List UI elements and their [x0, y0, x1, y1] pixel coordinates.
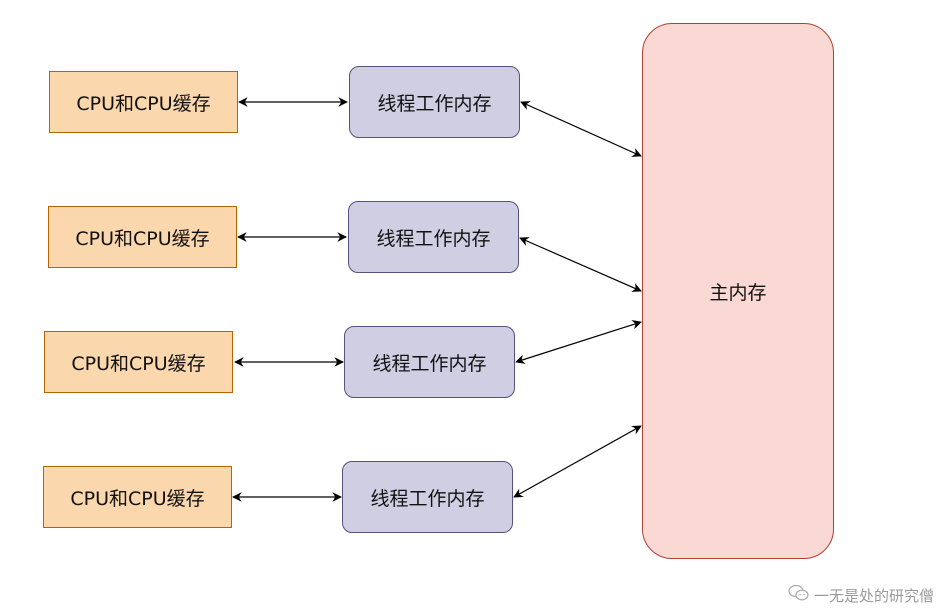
cpu-node-label: CPU和CPU缓存: [71, 352, 206, 375]
watermark-text: 一无是处的研究僧: [814, 586, 935, 605]
cpu-node-label: CPU和CPU缓存: [75, 227, 210, 250]
edge-thread2-main: [519, 237, 642, 292]
edge-thread4-main: [513, 425, 642, 498]
thread-node-label: 线程工作内存: [376, 227, 491, 250]
cpu-node-2[interactable]: CPU和CPU缓存: [48, 206, 237, 268]
thread-memory-node-4[interactable]: 线程工作内存: [342, 461, 513, 533]
main-memory-label: 主内存: [709, 281, 767, 304]
cpu-node-label: CPU和CPU缓存: [76, 92, 211, 115]
cpu-node-label: CPU和CPU缓存: [70, 487, 205, 510]
thread-node-label: 线程工作内存: [377, 92, 492, 115]
cpu-node-3[interactable]: CPU和CPU缓存: [44, 331, 233, 393]
thread-memory-node-1[interactable]: 线程工作内存: [349, 66, 520, 138]
main-memory-node[interactable]: 主内存: [642, 23, 834, 559]
edge-thread1-main: [520, 101, 642, 157]
watermark: 一无是处的研究僧: [788, 584, 934, 606]
thread-memory-node-3[interactable]: 线程工作内存: [344, 326, 515, 398]
cpu-node-1[interactable]: CPU和CPU缓存: [49, 71, 238, 133]
thread-node-label: 线程工作内存: [370, 487, 485, 510]
cpu-node-4[interactable]: CPU和CPU缓存: [43, 466, 232, 528]
wechat-icon: [788, 584, 810, 606]
thread-node-label: 线程工作内存: [372, 352, 487, 375]
thread-memory-node-2[interactable]: 线程工作内存: [348, 201, 519, 273]
edge-thread3-main: [515, 320, 642, 364]
